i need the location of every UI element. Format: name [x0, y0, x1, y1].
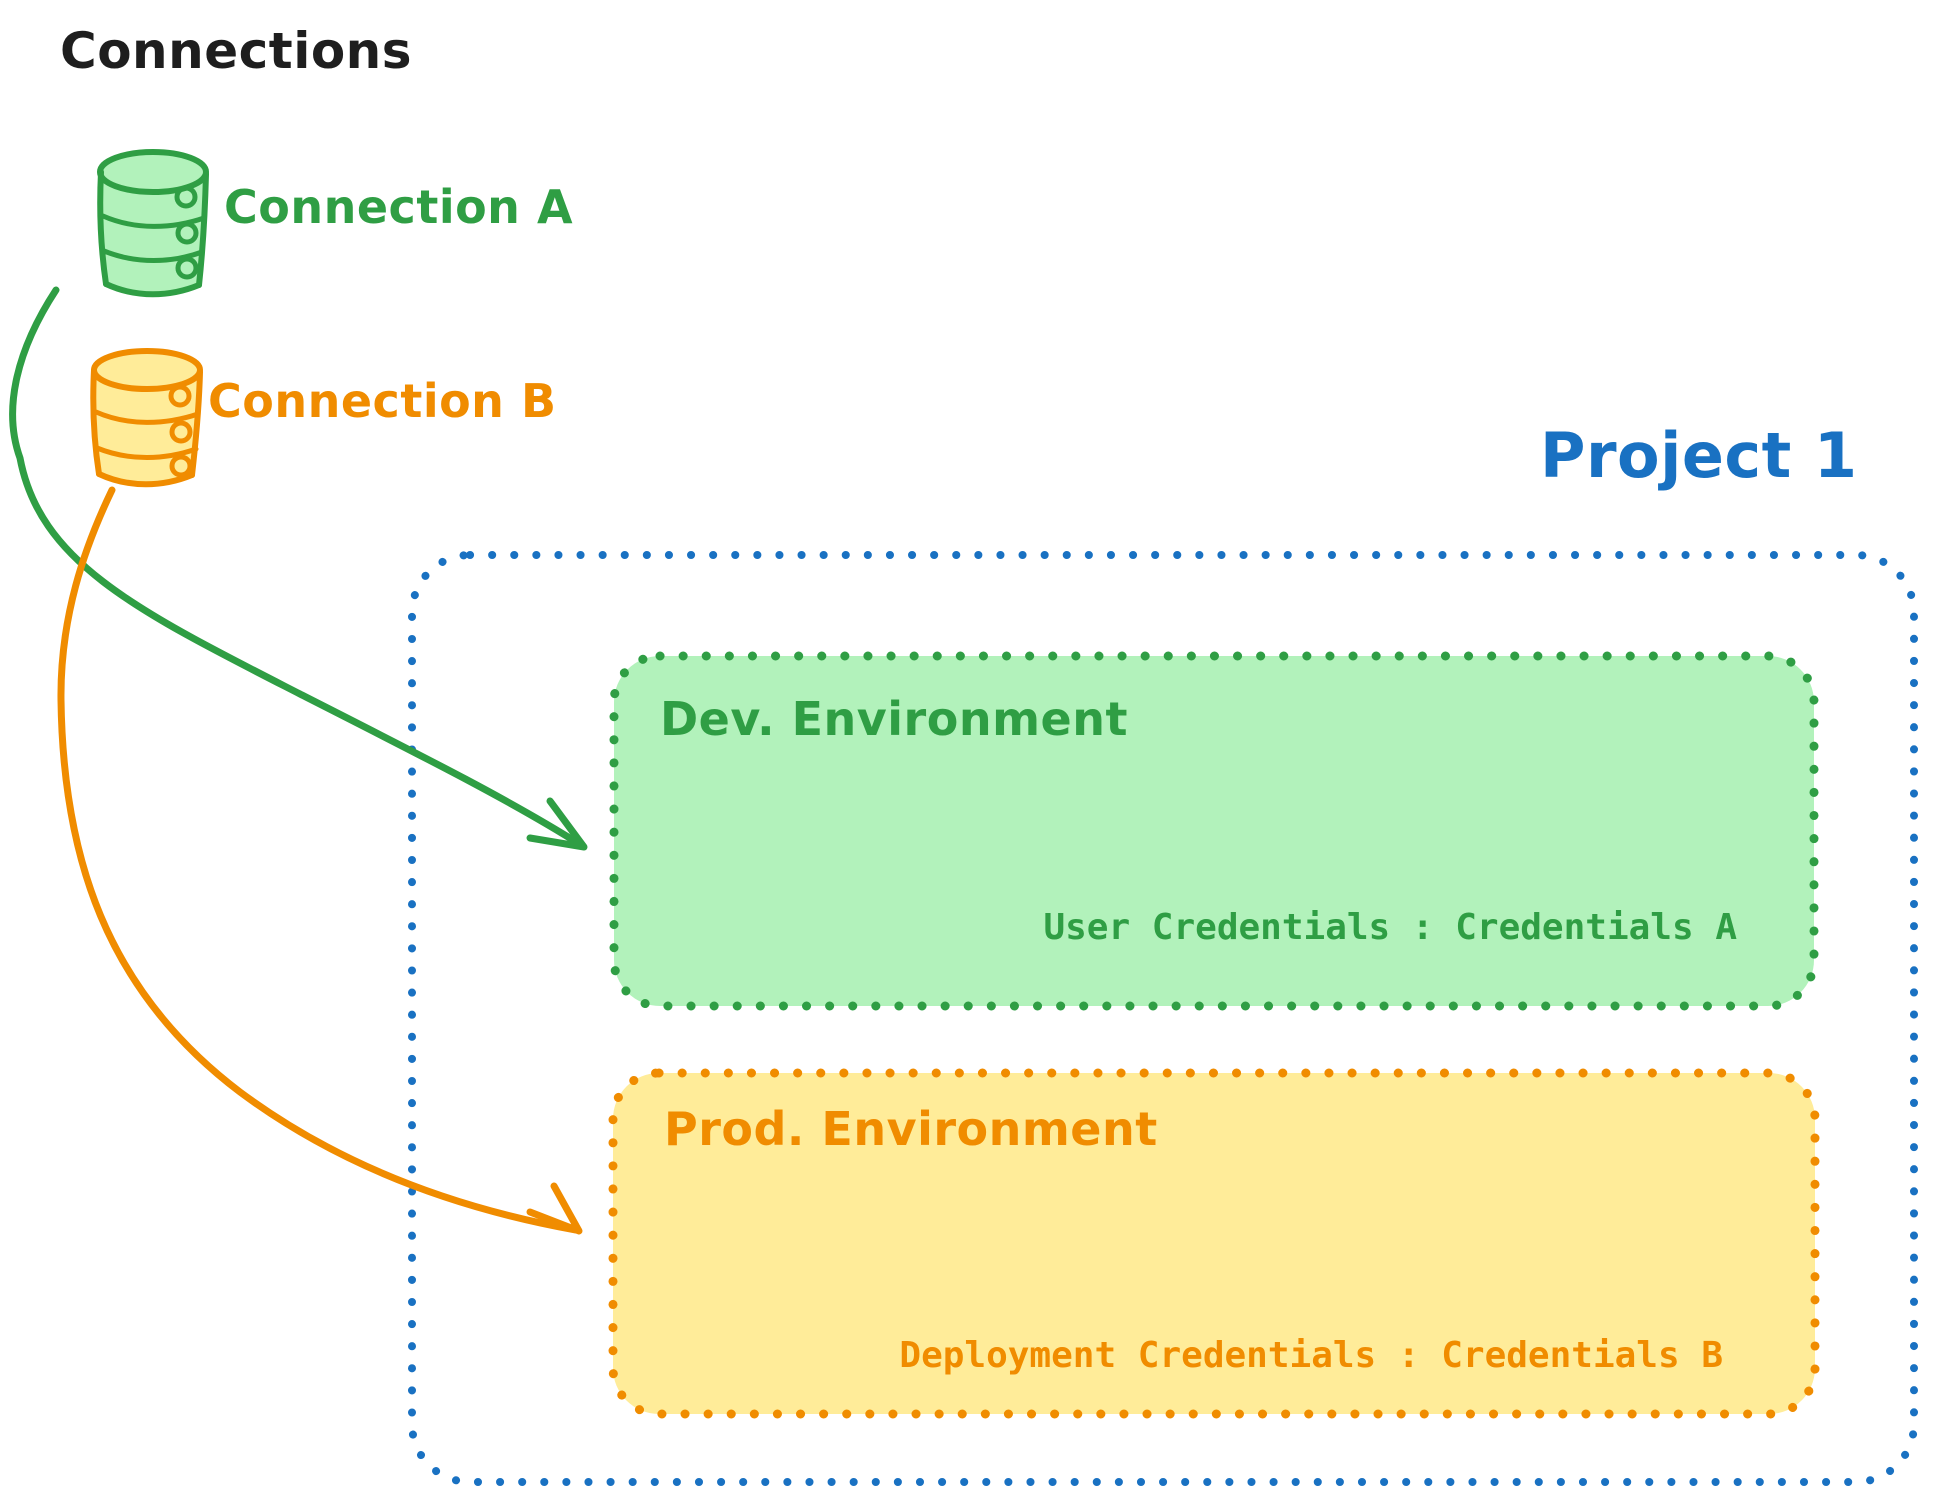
database-icon-connection-b [90, 348, 203, 488]
dev-credentials-text: User Credentials : Credentials A [1043, 907, 1737, 948]
prod-environment-box [608, 1068, 1820, 1419]
database-icon-connection-a [97, 149, 209, 298]
connection-a-arrow [9, 286, 588, 851]
prod-environment-title: Prod. Environment [664, 1102, 1158, 1156]
dev-environment-title: Dev. Environment [660, 692, 1128, 746]
dev-environment-box [609, 651, 1819, 1011]
project-title: Project 1 [1540, 419, 1858, 492]
project-container-border [408, 551, 1918, 1486]
connection-a-label: Connection A [224, 180, 574, 234]
prod-credentials-text: Deployment Credentials : Credentials B [899, 1335, 1723, 1376]
connection-b-arrow [57, 486, 583, 1235]
connection-b-label: Connection B [208, 374, 557, 428]
connections-title: Connections [60, 22, 413, 80]
arrowhead-icon [526, 797, 588, 851]
arrowhead-icon [526, 1182, 583, 1235]
